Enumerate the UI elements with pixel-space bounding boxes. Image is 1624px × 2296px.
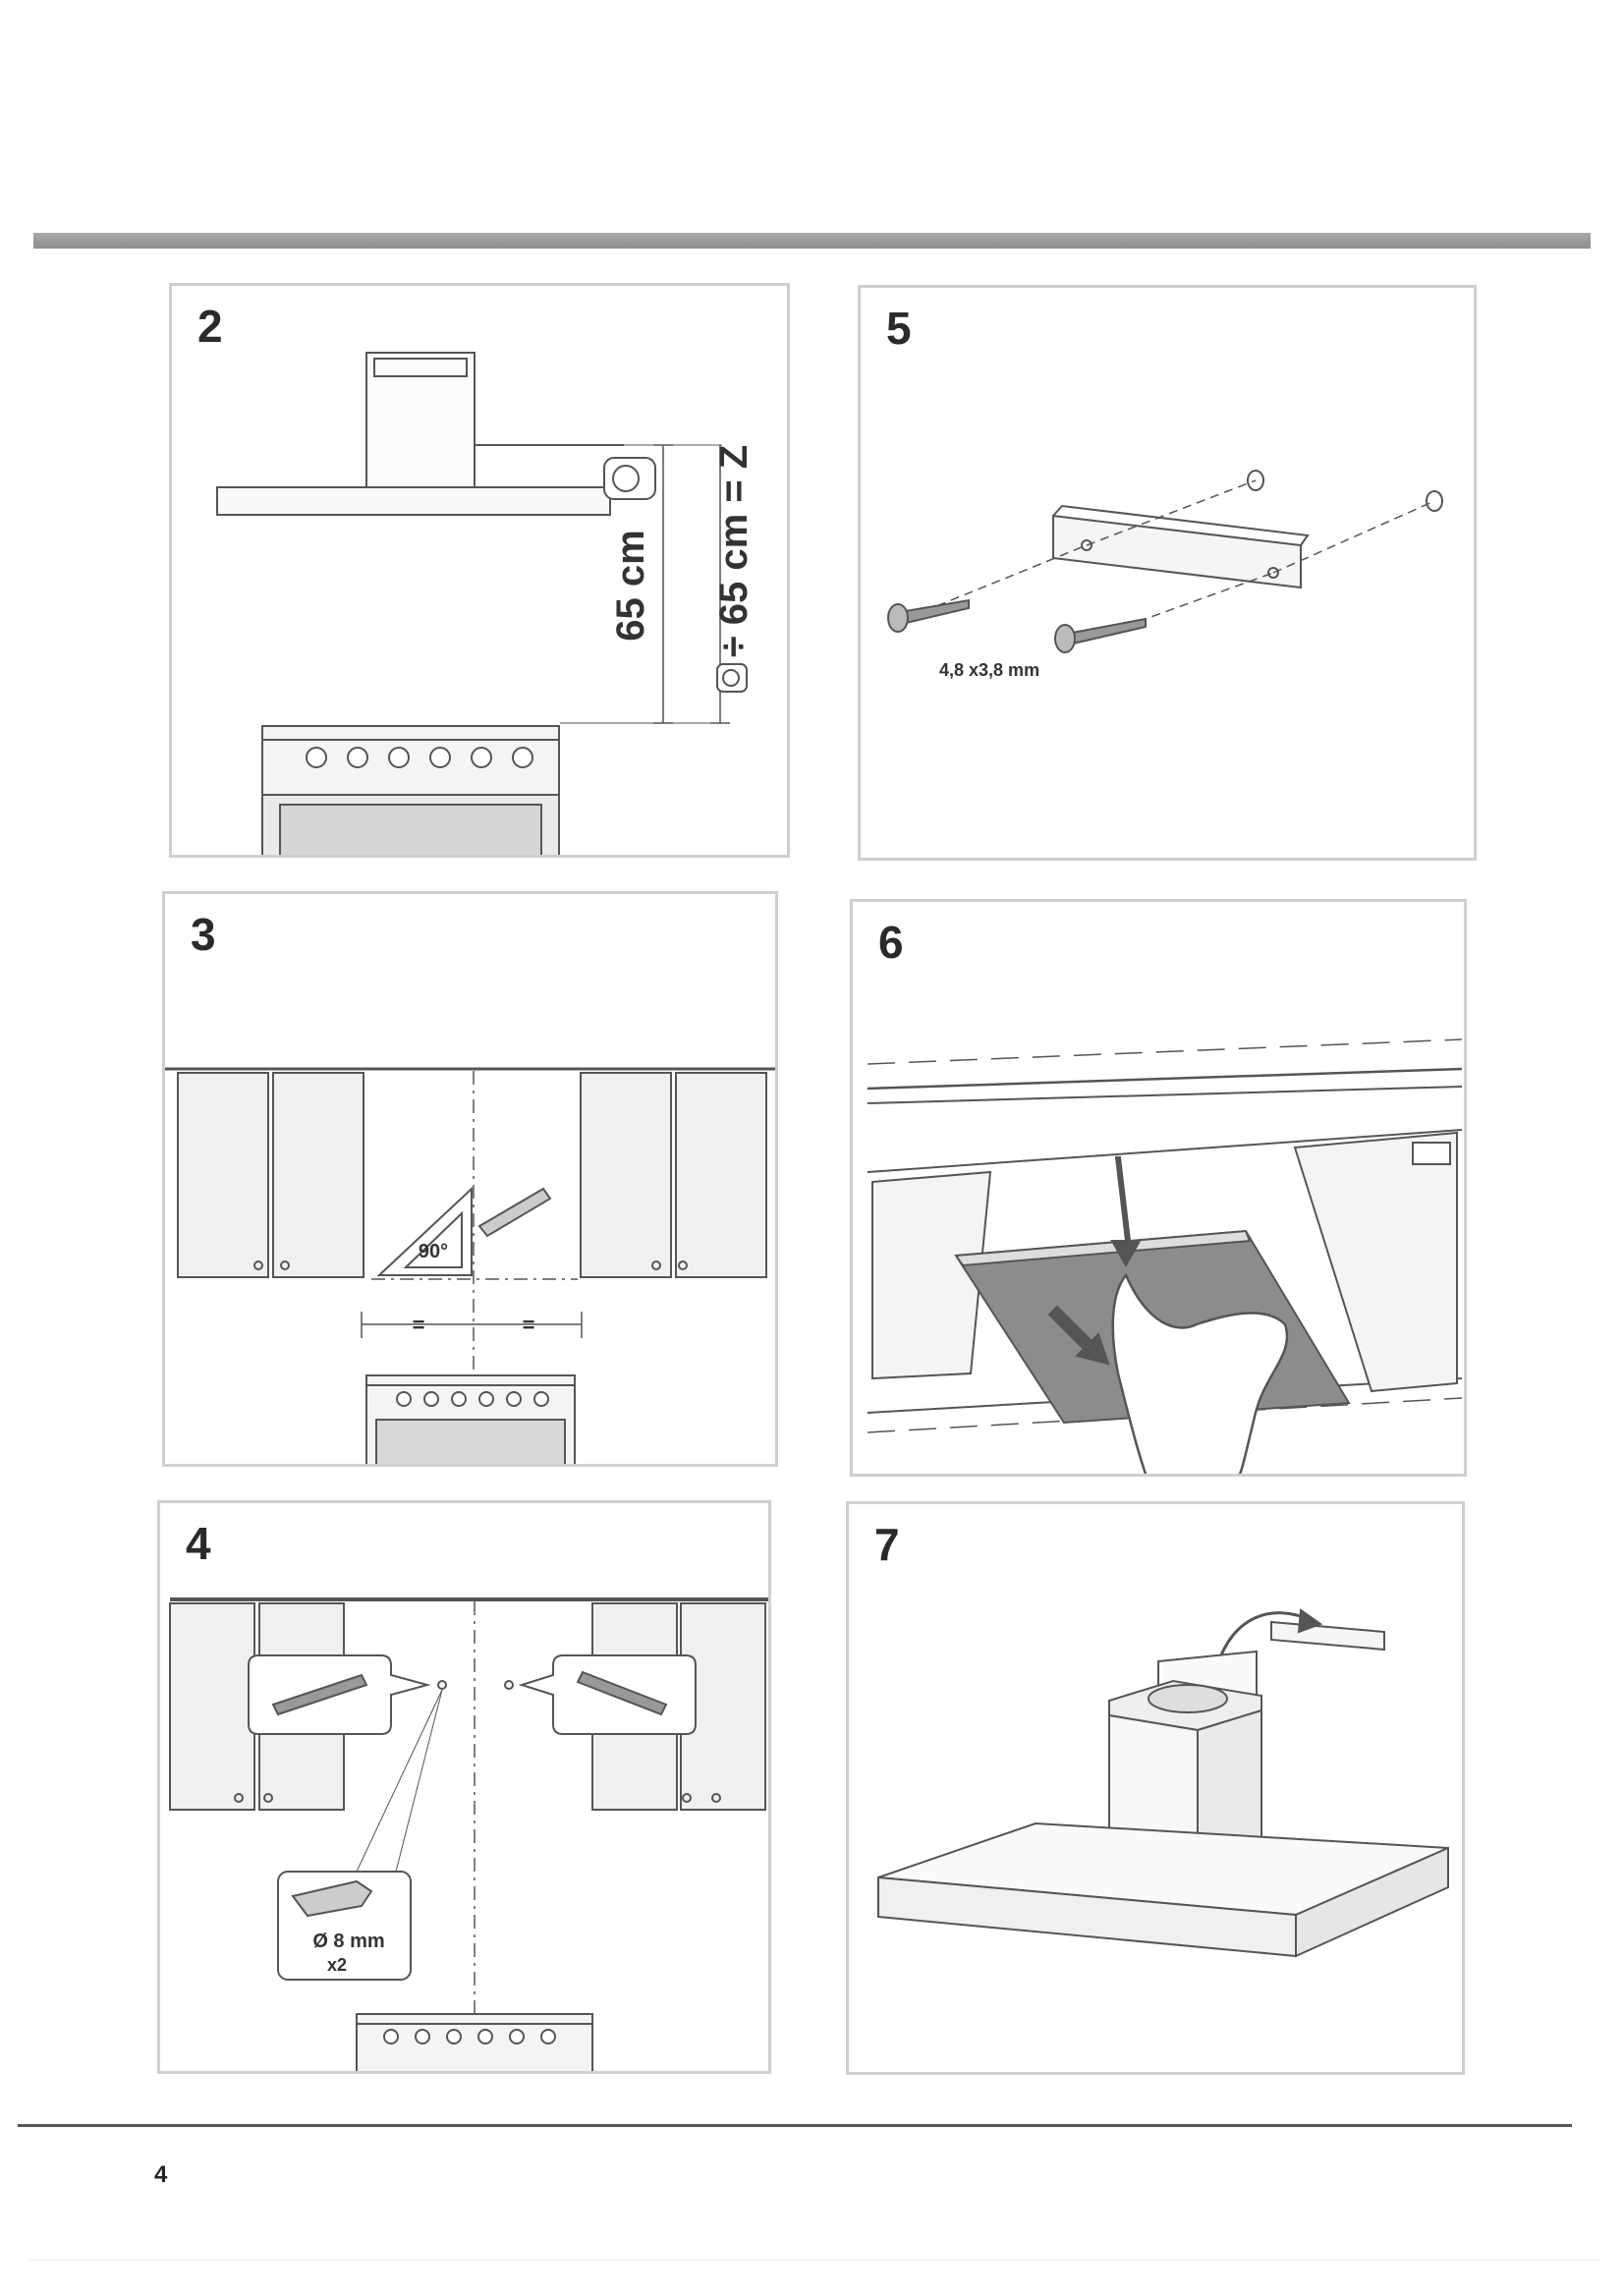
quantity-label: x2 xyxy=(327,1955,347,1975)
hood-assembly-illustration xyxy=(877,1608,1449,1958)
step-number: 7 xyxy=(874,1519,900,1570)
measure-formula-label: ÷ 65 cm = Z xyxy=(712,445,756,658)
equal-left-label: = xyxy=(413,1313,425,1337)
scan-edge-line xyxy=(29,2260,1601,2261)
drill-size-label: Ø 8 mm xyxy=(312,1931,384,1952)
step-number: 2 xyxy=(197,301,223,352)
footer-rule xyxy=(18,2124,1572,2127)
step-5-panel: 5 4,8 x3,8 mm xyxy=(858,285,1477,861)
step-7-panel: 7 xyxy=(846,1501,1465,2075)
height-label: 65 cm xyxy=(609,530,652,641)
step-6-panel: 6 xyxy=(850,899,1467,1477)
hood-height-illustration: 65 cm ÷ 65 cm = Z xyxy=(216,352,756,855)
filter-removal-illustration xyxy=(867,1038,1463,1474)
step-number: 4 xyxy=(186,1518,211,1569)
step-2-panel: 2 xyxy=(169,283,790,858)
page-number: 4 xyxy=(154,2161,168,2188)
step-number: 5 xyxy=(886,303,912,354)
screw-size-label: 4,8 x3,8 mm xyxy=(939,660,1039,680)
equal-right-label: = xyxy=(523,1313,535,1337)
step-4-panel: 4 xyxy=(157,1500,771,2074)
bracket-screws-illustration: 4,8 x3,8 mm xyxy=(887,470,1443,680)
header-bar xyxy=(33,233,1591,249)
drilling-illustration: Ø 8 mm x2 xyxy=(169,1597,768,2071)
step-3-panel: 3 xyxy=(162,891,778,1467)
step-number: 3 xyxy=(191,909,216,960)
center-marking-illustration: 90° = = xyxy=(165,1067,775,1464)
angle-label: 90° xyxy=(419,1241,448,1262)
step-number: 6 xyxy=(878,917,904,968)
